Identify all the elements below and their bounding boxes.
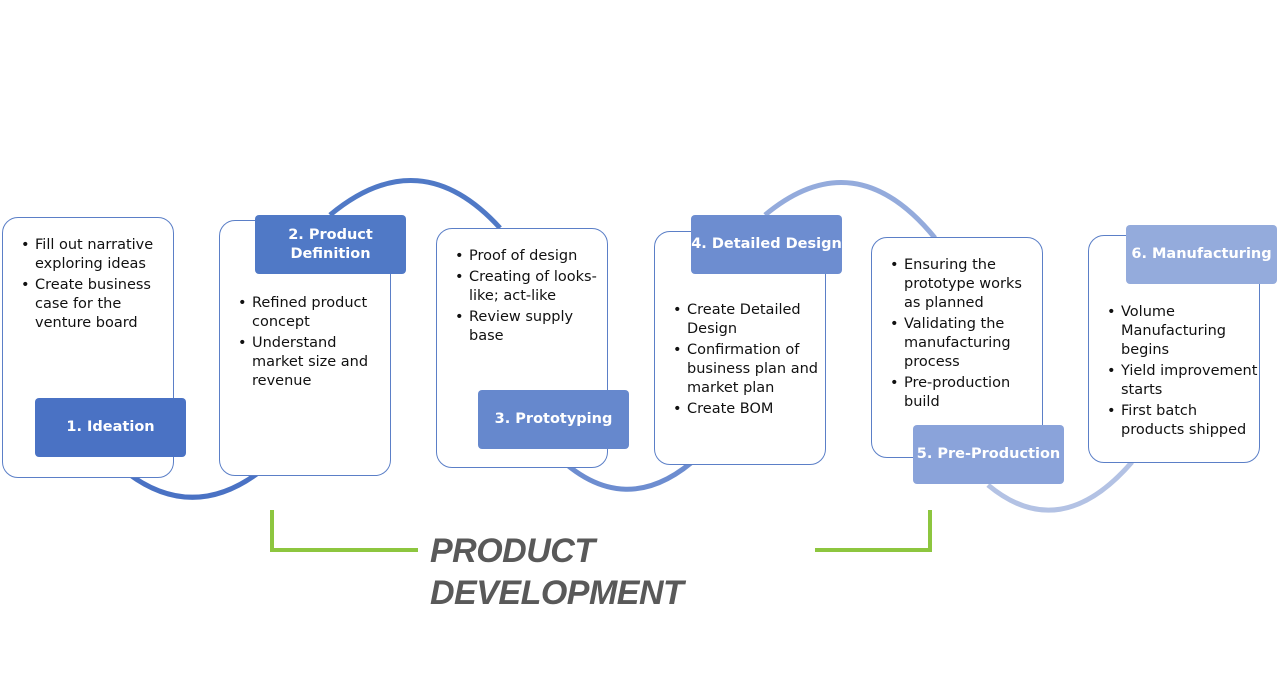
title-line-1: PRODUCT <box>430 532 595 570</box>
stage-bullets: Proof of design Creating of looks-like; … <box>455 247 605 348</box>
stage-bullets: Fill out narrative exploring ideas Creat… <box>21 236 171 335</box>
bullet-item: Confirmation of business plan and market… <box>673 341 825 398</box>
bullet-item: Proof of design <box>455 247 605 266</box>
stage-label-detailed-design: 4. Detailed Design <box>691 215 842 274</box>
bracket-right <box>815 510 932 552</box>
bullet-item: First batch products shipped <box>1107 402 1259 440</box>
title-line-2: DEVELOPMENT <box>430 574 684 612</box>
bracket-left <box>270 510 418 552</box>
bullet-item: Understand market size and revenue <box>238 334 388 391</box>
stage-bullets: Volume Manufacturing begins Yield improv… <box>1107 303 1259 442</box>
bullet-item: Pre-production build <box>890 374 1042 412</box>
bullet-item: Ensuring the prototype works as planned <box>890 256 1042 313</box>
bullet-item: Fill out narrative exploring ideas <box>21 236 171 274</box>
stage-label-manufacturing: 6. Manufacturing <box>1126 225 1277 284</box>
stage-label-product-definition: 2. Product Definition <box>255 215 406 274</box>
bullet-item: Review supply base <box>455 308 605 346</box>
diagram-title: PRODUCT DEVELOPMENT <box>430 530 684 614</box>
bullet-item: Create Detailed Design <box>673 301 825 339</box>
stage-bullets: Ensuring the prototype works as planned … <box>890 256 1042 414</box>
bullet-item: Yield improvement starts <box>1107 362 1259 400</box>
stage-label-ideation: 1. Ideation <box>35 398 186 457</box>
bullet-item: Refined product concept <box>238 294 388 332</box>
bullet-item: Create business case for the venture boa… <box>21 276 171 333</box>
stage-label-pre-production: 5. Pre-Production <box>913 425 1064 484</box>
stage-box-pre-production: Ensuring the prototype works as planned … <box>871 237 1043 458</box>
bullet-item: Create BOM <box>673 400 825 419</box>
bullet-item: Volume Manufacturing begins <box>1107 303 1259 360</box>
stage-label-prototyping: 3. Prototyping <box>478 390 629 449</box>
bullet-item: Validating the manufacturing process <box>890 315 1042 372</box>
stage-bullets: Refined product concept Understand marke… <box>238 294 388 393</box>
bullet-item: Creating of looks-like; act-like <box>455 268 605 306</box>
stage-bullets: Create Detailed Design Confirmation of b… <box>673 301 825 421</box>
